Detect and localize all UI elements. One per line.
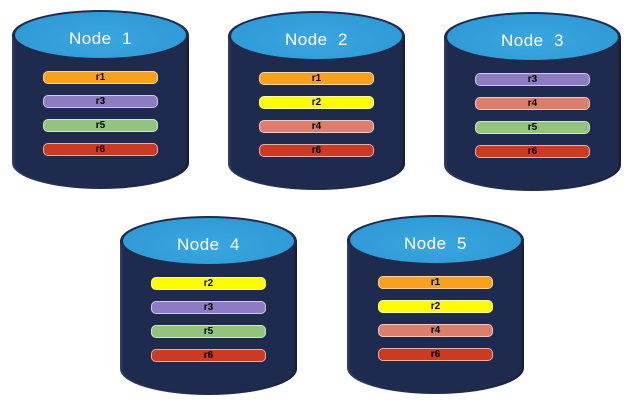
- replica-bar-r4: r4: [259, 120, 374, 133]
- replica-bar-r6: r6: [43, 143, 158, 156]
- replica-bar-r2: r2: [259, 96, 374, 109]
- database-cylinder-top-face: [231, 13, 402, 59]
- node-2-cylinder: Node 2 r1 r2 r4 r6: [228, 11, 405, 190]
- replica-bar-r4: r4: [475, 97, 590, 110]
- replica-bar-r1: r1: [43, 71, 158, 84]
- replica-bar-r3: r3: [151, 301, 266, 314]
- database-cylinder-top-face: [447, 14, 618, 60]
- node-3-cylinder: Node 3 r3 r4 r5 r6: [444, 12, 621, 191]
- replica-bar-r2: r2: [151, 277, 266, 290]
- replica-bar-r3: r3: [43, 95, 158, 108]
- node-title: Node 4: [176, 235, 241, 254]
- replica-bar-r5: r5: [475, 121, 590, 134]
- database-cylinder-top-face: [15, 12, 186, 58]
- node-title: Node 1: [68, 29, 133, 48]
- database-cylinder-top-face: [350, 217, 521, 263]
- node-title: Node 2: [284, 30, 349, 49]
- node-title: Node 3: [500, 31, 565, 50]
- replica-list: r1 r3 r5 r6: [43, 71, 158, 156]
- replica-bar-r1: r1: [378, 276, 493, 289]
- replica-bar-r5: r5: [151, 325, 266, 338]
- replica-bar-r6: r6: [475, 145, 590, 158]
- node-5-cylinder: Node 5 r1 r2 r4 r6: [347, 215, 524, 394]
- replica-bar-r2: r2: [378, 300, 493, 313]
- replica-bar-r6: r6: [378, 348, 493, 361]
- replica-bar-r5: r5: [43, 119, 158, 132]
- replica-list: r2 r3 r5 r6: [151, 277, 266, 362]
- replica-bar-r4: r4: [378, 324, 493, 337]
- node-title: Node 5: [403, 234, 468, 253]
- replica-bar-r6: r6: [259, 144, 374, 157]
- replica-list: r1 r2 r4 r6: [259, 72, 374, 157]
- node-1-cylinder: Node 1 r1 r3 r5 r6: [12, 10, 189, 189]
- replica-bar-r3: r3: [475, 73, 590, 86]
- database-cylinder-top-face: [123, 218, 294, 264]
- replica-bar-r6: r6: [151, 349, 266, 362]
- node-4-cylinder: Node 4 r2 r3 r5 r6: [120, 216, 297, 395]
- replica-list: r1 r2 r4 r6: [378, 276, 493, 361]
- replica-bar-r1: r1: [259, 72, 374, 85]
- replica-list: r3 r4 r5 r6: [475, 73, 590, 158]
